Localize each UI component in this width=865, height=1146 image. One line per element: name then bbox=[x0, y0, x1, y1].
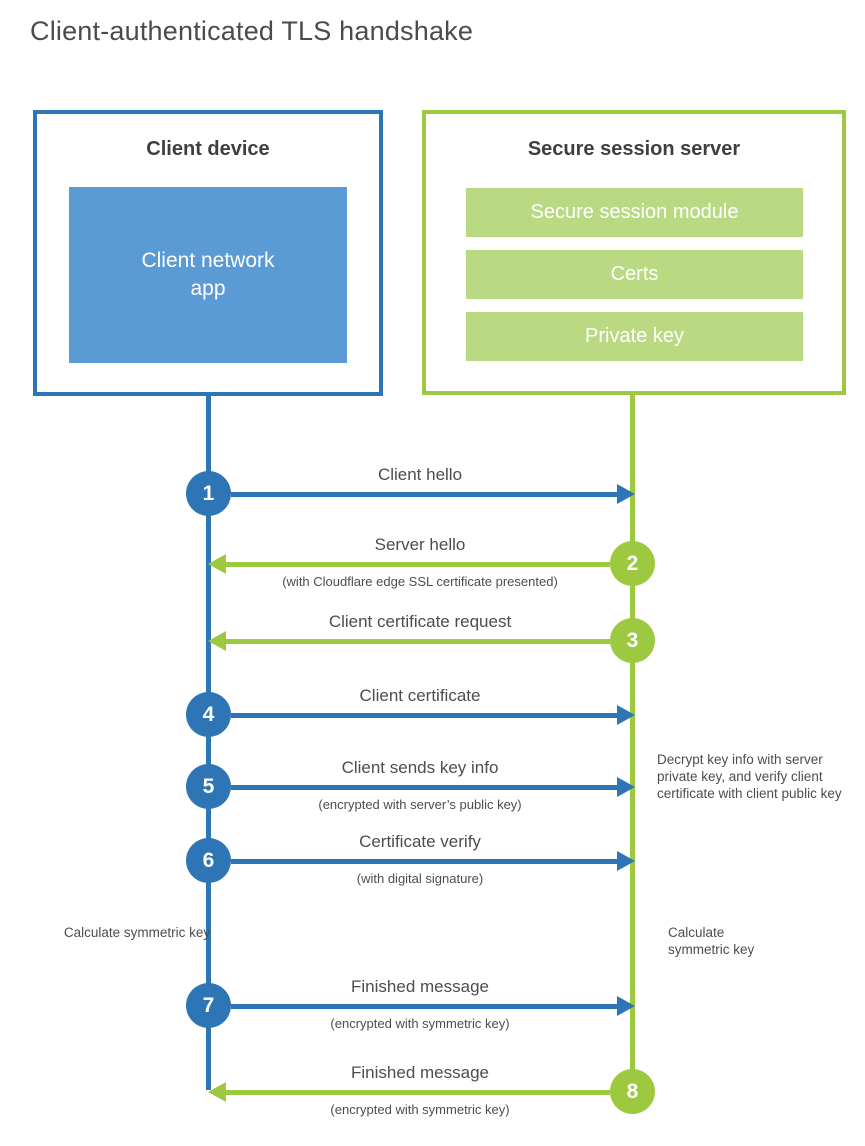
step-3-arrowhead-icon bbox=[208, 631, 226, 651]
calculate-symmetric-key-note-client: Calculate symmetric key bbox=[63, 925, 211, 940]
step-6-number-badge: 6 bbox=[186, 838, 231, 883]
step-2-label: Server hello bbox=[374, 535, 466, 554]
server-lifeline bbox=[630, 395, 635, 1094]
client-device-heading: Client device bbox=[146, 138, 270, 160]
step-7-sublabel: (encrypted with symmetric key) bbox=[330, 1016, 510, 1031]
step-2-number-badge: 2 bbox=[610, 541, 655, 586]
decrypt-key-note: Decrypt key info with server private key… bbox=[657, 752, 842, 801]
step-7-arrowhead-icon bbox=[617, 996, 635, 1016]
client-network-app-box: Client network app bbox=[69, 187, 347, 363]
step-1-number-badge: 1 bbox=[186, 471, 231, 516]
step-3-arrow-line bbox=[226, 639, 610, 644]
step-2-arrowhead-icon bbox=[208, 554, 226, 574]
step-1-arrow-line bbox=[231, 492, 617, 497]
step-8-arrow-line bbox=[226, 1090, 610, 1095]
step-4-number-badge: 4 bbox=[186, 692, 231, 737]
calculate-symmetric-key-note-server: Calculate symmetric key bbox=[668, 925, 755, 957]
step-8-number-badge: 8 bbox=[610, 1069, 655, 1114]
secure-session-server-heading: Secure session server bbox=[527, 138, 741, 160]
step-2-arrow-line bbox=[226, 562, 610, 567]
step-7-label: Finished message bbox=[351, 977, 489, 996]
step-4-arrowhead-icon bbox=[617, 705, 635, 725]
step-8-arrowhead-icon bbox=[208, 1082, 226, 1102]
step-3-label: Client certificate request bbox=[328, 612, 512, 631]
step-6-sublabel: (with digital signature) bbox=[356, 871, 484, 886]
step-5-arrow-line bbox=[231, 785, 617, 790]
server-module-private-key: Private key bbox=[466, 312, 803, 361]
step-5-number-badge: 5 bbox=[186, 764, 231, 809]
step-2-sublabel: (with Cloudflare edge SSL certificate pr… bbox=[282, 574, 558, 589]
step-8-sublabel: (encrypted with symmetric key) bbox=[330, 1102, 510, 1117]
step-1-arrowhead-icon bbox=[617, 484, 635, 504]
page-title: Client-authenticated TLS handshake bbox=[30, 16, 474, 46]
step-7-arrow-line bbox=[231, 1004, 617, 1009]
step-5-label: Client sends key info bbox=[341, 758, 499, 777]
step-4-arrow-line bbox=[231, 713, 617, 718]
server-module-certs: Certs bbox=[466, 250, 803, 299]
client-lifeline bbox=[206, 395, 211, 1090]
step-6-arrowhead-icon bbox=[617, 851, 635, 871]
client-network-app-label: Client network app bbox=[141, 249, 275, 300]
step-4-label: Client certificate bbox=[359, 686, 481, 705]
server-module-secure-session-module: Secure session module bbox=[466, 188, 803, 237]
step-8-label: Finished message bbox=[351, 1063, 489, 1082]
step-5-arrowhead-icon bbox=[617, 777, 635, 797]
step-7-number-badge: 7 bbox=[186, 983, 231, 1028]
step-3-number-badge: 3 bbox=[610, 618, 655, 663]
step-6-arrow-line bbox=[231, 859, 617, 864]
step-1-label: Client hello bbox=[377, 465, 463, 484]
step-5-sublabel: (encrypted with server’s public key) bbox=[318, 797, 522, 812]
step-6-label: Certificate verify bbox=[359, 832, 481, 851]
